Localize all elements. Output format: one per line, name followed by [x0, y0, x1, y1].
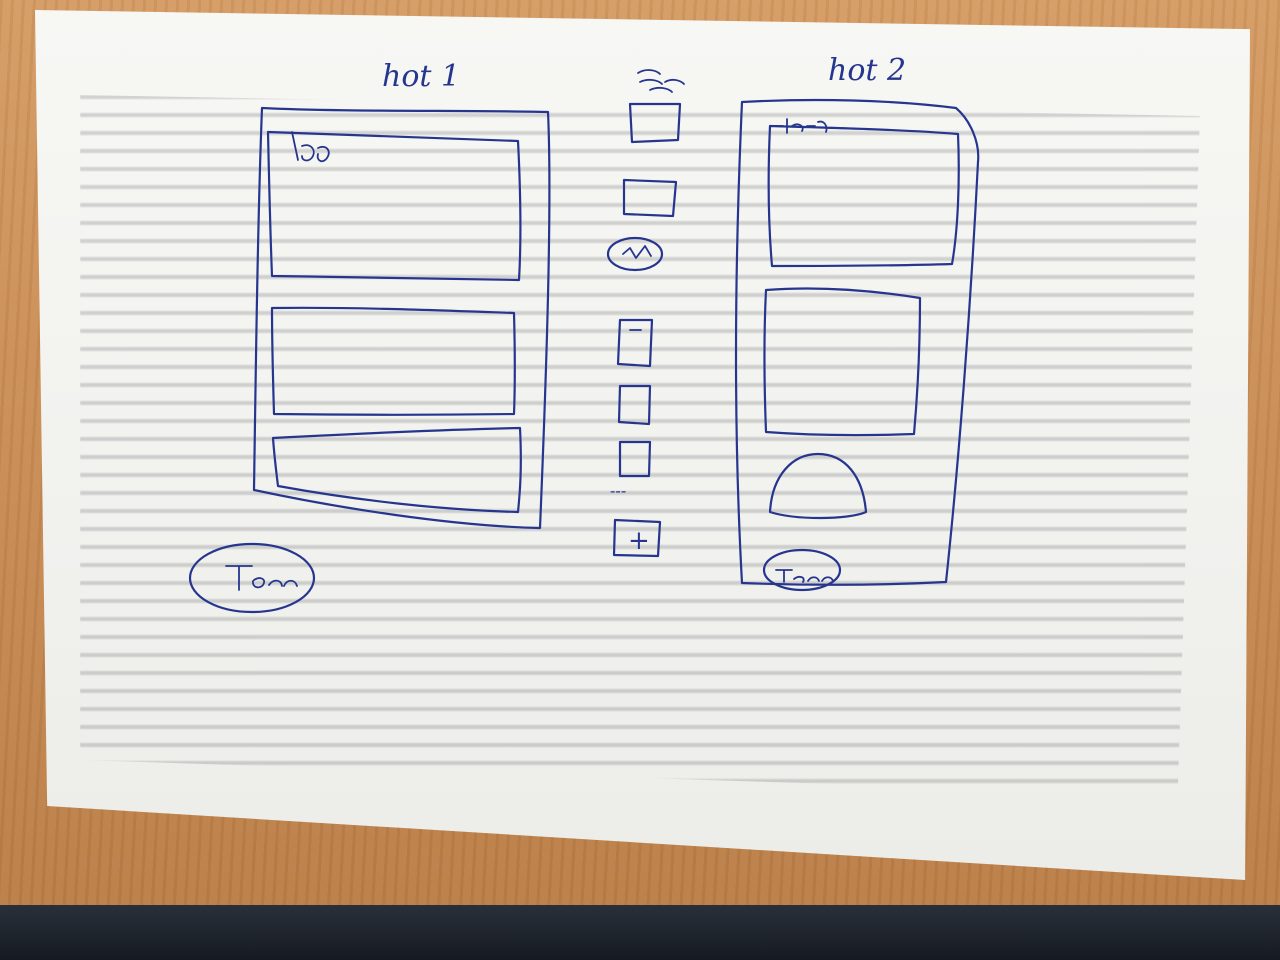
left-oval-button [188, 542, 316, 614]
center-plus-box [612, 518, 662, 558]
center-box-five [618, 440, 652, 478]
center-phone-box [616, 318, 654, 368]
right-sketch-title: hot 2 [828, 53, 906, 88]
printed-text-bleed [80, 95, 1200, 795]
right-phone-frame [734, 98, 980, 586]
dark-floor [0, 905, 1280, 960]
center-top-box [628, 102, 682, 144]
right-header-scribble [774, 118, 828, 134]
center-ellipsis: --- [610, 481, 626, 500]
left-middle-panel [270, 306, 516, 416]
center-box-four [617, 384, 652, 426]
left-logo-mark [291, 131, 330, 163]
right-oval-button [762, 548, 842, 592]
right-bottom-dome [768, 452, 868, 520]
center-top-note [637, 69, 685, 93]
right-top-panel [767, 124, 960, 268]
left-top-panel [266, 130, 522, 282]
center-small-oval [606, 236, 664, 272]
left-bottom-panel [271, 426, 522, 514]
right-middle-panel [763, 287, 922, 437]
left-phone-frame [252, 106, 551, 530]
right-oval-scribble [775, 569, 834, 583]
paper-sheet [35, 10, 1250, 880]
center-oval-scribble [622, 245, 652, 259]
left-sketch-title: hot 1 [382, 59, 460, 94]
left-oval-scribble [225, 565, 298, 591]
center-plus-sign: + [628, 526, 650, 556]
center-box-two [622, 178, 678, 218]
